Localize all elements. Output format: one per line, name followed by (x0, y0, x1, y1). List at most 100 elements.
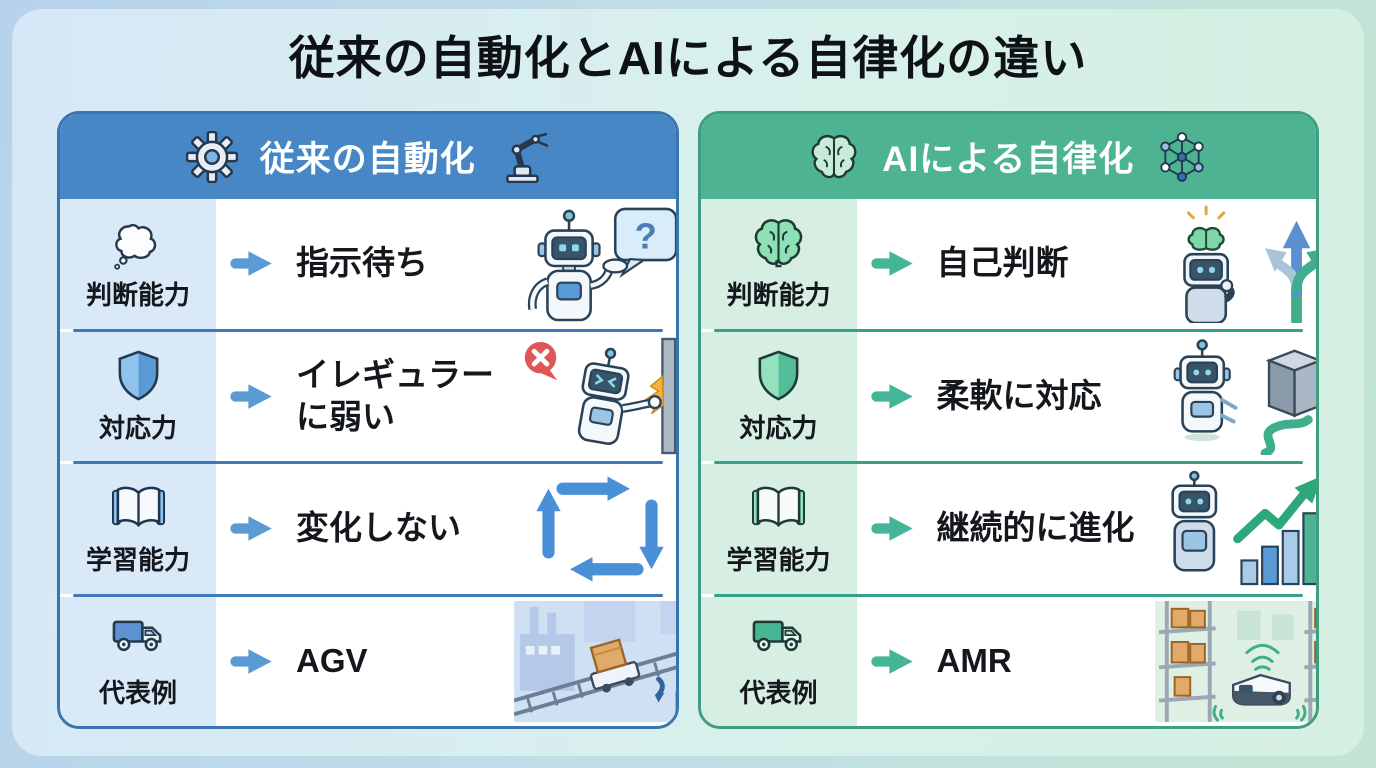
wifi-signal-shape (1212, 643, 1306, 722)
row-label-cell: 対応力 (700, 331, 857, 462)
robot-shape (1170, 470, 1217, 572)
agv-factory-scene-illustration (514, 600, 676, 722)
row-content-cell: 自己判断 (856, 199, 1317, 329)
row-value: イレギュラーに弱い (296, 355, 494, 436)
tilted-robot (577, 348, 662, 446)
row-label: 対応力 (739, 412, 818, 443)
gear-icon (185, 130, 238, 183)
robot-shape (1173, 339, 1238, 442)
truck-icon (752, 620, 802, 652)
right-arrow-icon (230, 649, 272, 674)
robot-with-question-bubble-illustration: ? (514, 205, 676, 323)
row-label: 学習能力 (85, 545, 190, 576)
row-content-cell: 指示待ち ? (216, 199, 676, 329)
panel-header-ai: AIによる自律化 (700, 114, 1316, 200)
question-mark: ? (635, 215, 657, 256)
table-row: 代表例 AGV (60, 596, 676, 727)
row-label: 判断能力 (85, 280, 190, 311)
row-content-cell: 柔軟に対応 (856, 331, 1317, 462)
row-value: 変化しない (296, 509, 461, 547)
curved-path-shape (1260, 415, 1313, 456)
row-label-cell: 学習能力 (60, 464, 216, 594)
robot-avoiding-obstacle-illustration (1155, 337, 1317, 456)
factory-buildings-shape (519, 600, 676, 691)
robot-branching-arrows-illustration (1155, 205, 1317, 323)
row-label-cell: 学習能力 (700, 464, 857, 594)
panel-traditional-automation: 従来の自動化 (57, 111, 679, 730)
brain-icon (754, 219, 803, 268)
shelf-racks-shape (1158, 600, 1317, 722)
robot-crashing-into-wall-illustration (514, 337, 676, 455)
agv-cart-shape (589, 638, 641, 693)
page-title: 従来の自動化とAIによる自律化の違い (288, 32, 1088, 84)
row-content-cell: 変化しない (216, 464, 676, 594)
repeat-cycle-arrows-illustration (514, 470, 676, 588)
row-label: 判断能力 (726, 280, 831, 311)
row-content-cell: 継続的に進化 (856, 464, 1317, 594)
shield-icon (758, 350, 799, 401)
robot-growth-chart-illustration (1155, 470, 1317, 588)
branching-arrows-shape (1264, 220, 1317, 323)
thinking-robot (1182, 252, 1235, 323)
row-content-cell: AMR (856, 596, 1317, 727)
row-divider (73, 328, 663, 332)
row-label: 代表例 (98, 677, 177, 708)
factory-windows-shape (525, 645, 560, 655)
row-content-cell: AGV (216, 596, 676, 727)
error-badge (524, 342, 558, 381)
infographic-card: 従来の自動化とAIによる自律化の違い (12, 9, 1364, 756)
spark-rays-shape (1186, 205, 1225, 220)
turn-arrow-shape (656, 676, 665, 698)
row-divider (713, 461, 1303, 465)
amr-warehouse-scene-illustration (1154, 600, 1317, 722)
cylinder-tanks-shape (675, 691, 676, 722)
open-book-icon (111, 487, 165, 528)
cargo-boxes-shape (1170, 607, 1317, 697)
table-row: 対応力 イレギュラーに弱い (60, 331, 676, 462)
row-label-cell: 判断能力 (60, 199, 216, 329)
panel-ai-autonomy: AIによる自律化 (697, 111, 1319, 730)
row-value: 柔軟に対応 (936, 376, 1102, 414)
brain-icon (811, 134, 857, 178)
right-arrow-icon (870, 649, 913, 674)
row-divider (73, 461, 663, 465)
row-label-cell: 代表例 (700, 596, 857, 727)
right-arrow-icon (230, 251, 272, 277)
row-value: AMR (936, 641, 1012, 679)
comparison-panels: 従来の自動化 (12, 86, 1364, 730)
table-row: 対応力 柔軟に対応 (700, 331, 1317, 462)
table-row: 代表例 AMR (700, 596, 1317, 727)
wall-shape (661, 338, 676, 455)
panel-header-traditional: 従来の自動化 (60, 114, 676, 200)
shield-icon (118, 350, 158, 401)
open-book-icon (751, 487, 806, 528)
row-value: 継続的に進化 (936, 509, 1135, 547)
right-arrow-icon (870, 251, 913, 277)
row-label: 代表例 (739, 677, 818, 708)
right-arrow-icon (870, 384, 913, 409)
table-row: 学習能力 継続的に進化 (700, 464, 1317, 594)
cycle-arrowheads (536, 476, 664, 582)
truck-icon (112, 620, 161, 652)
row-label-cell: 判断能力 (700, 199, 857, 329)
obstacle-box-shape (1265, 349, 1317, 418)
network-icon (1160, 131, 1204, 182)
row-label-cell: 対応力 (60, 331, 216, 462)
row-value: 自己判断 (936, 244, 1069, 282)
row-divider (713, 328, 1303, 332)
panel-title-traditional: 従来の自動化 (259, 140, 476, 180)
right-arrow-icon (230, 384, 272, 409)
right-arrow-icon (870, 516, 913, 542)
row-label: 学習能力 (726, 545, 831, 576)
table-row: 判断能力 自己判断 (700, 199, 1317, 329)
table-row: 判断能力 指示待ち ? (60, 199, 676, 329)
thought-bubble-icon (113, 224, 156, 271)
row-label: 対応力 (98, 412, 177, 443)
row-divider (713, 593, 1303, 597)
panel-title-ai: AIによる自律化 (882, 140, 1135, 180)
growth-arrow-shape (1232, 489, 1309, 544)
row-label-cell: 代表例 (60, 596, 216, 727)
row-content-cell: イレギュラーに弱い (216, 331, 676, 462)
amr-robot-shape (1231, 673, 1291, 706)
row-value: 指示待ち (296, 244, 428, 282)
